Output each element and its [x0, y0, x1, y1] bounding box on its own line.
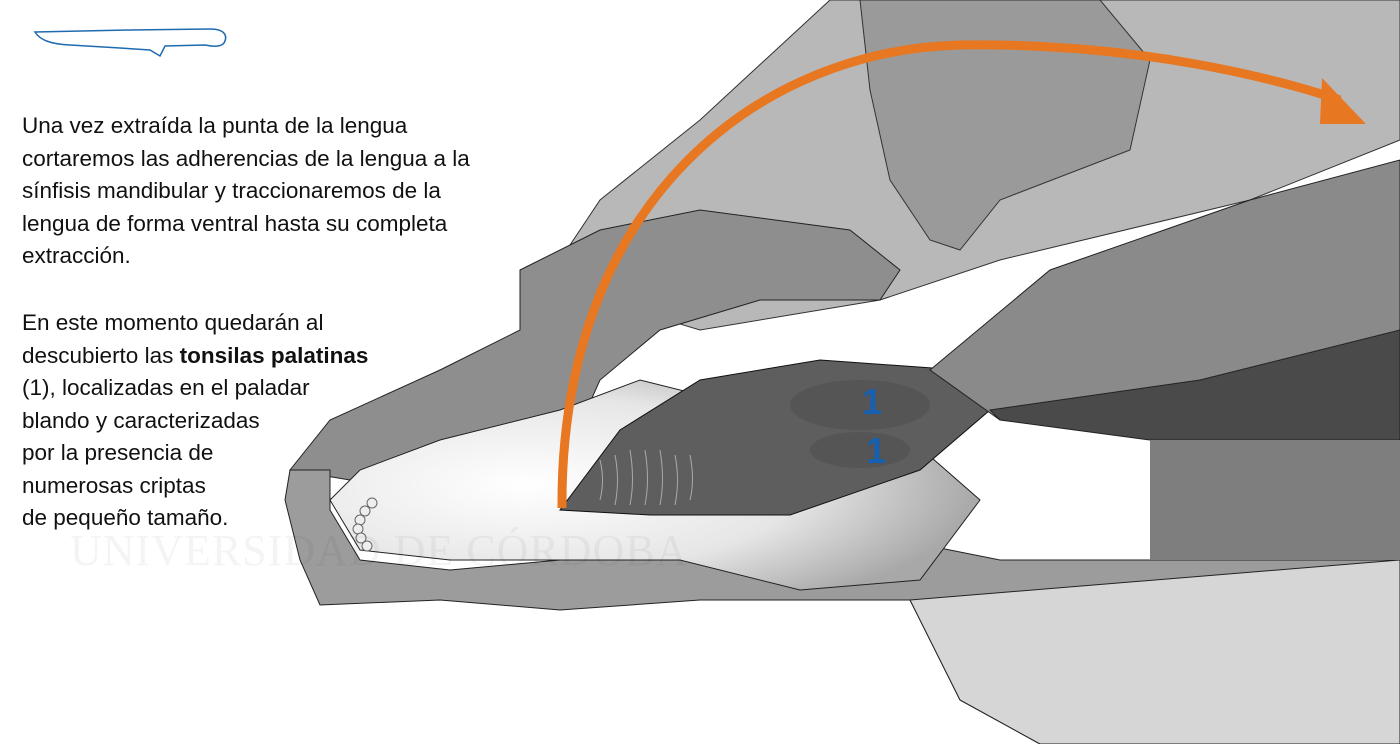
tonsil-lower: [810, 432, 910, 468]
text-line: descubierto las tonsilas palatinas: [22, 340, 582, 373]
tonsil-upper: [790, 380, 930, 430]
tonsil-crypts: [599, 449, 693, 506]
larynx-dark: [988, 329, 1400, 441]
incisor-teeth: [352, 497, 378, 552]
tonsil-label-lower: 1: [866, 430, 886, 471]
text-line: (1), localizadas en el paladar: [22, 375, 310, 400]
text-line: por la presencia de: [22, 440, 214, 465]
tonsil-label-upper: 1: [862, 381, 882, 422]
arrow-head-icon: [1320, 78, 1366, 124]
body-right: [1150, 440, 1400, 560]
tonsilas-palatinas-term: tonsilas palatinas: [179, 342, 369, 368]
text-line: lengua de forma ventral hasta su complet…: [22, 210, 448, 236]
text-line: Una vez extraída la punta de la lengua: [22, 113, 408, 138]
instruction-paragraph-2: En este momento quedarán al descubierto …: [22, 307, 582, 535]
text-line: numerosas criptas: [22, 472, 206, 498]
instruction-paragraph-1: Una vez extraída la punta de la lengua c…: [22, 110, 582, 273]
text-fragment: descubierto las: [22, 342, 180, 368]
text-line: blando y caracterizadas: [22, 407, 260, 433]
upper-jaw: [289, 209, 901, 501]
skull-ridge: [859, 0, 1151, 251]
text-line: En este momento quedarán al: [22, 310, 324, 335]
text-line: extracción.: [22, 243, 131, 268]
watermark: UNIVERSIDAD DE CÓRDOBA: [70, 525, 688, 576]
extraction-arrow: [557, 40, 1342, 509]
neck: [909, 559, 1400, 744]
text-line: cortaremos las adherencias de la lengua …: [22, 145, 470, 171]
text-line: de pequeño tamaño.: [22, 505, 229, 530]
text-line: sínfisis mandibular y traccionaremos de …: [22, 178, 441, 203]
knife-icon: [33, 28, 227, 58]
